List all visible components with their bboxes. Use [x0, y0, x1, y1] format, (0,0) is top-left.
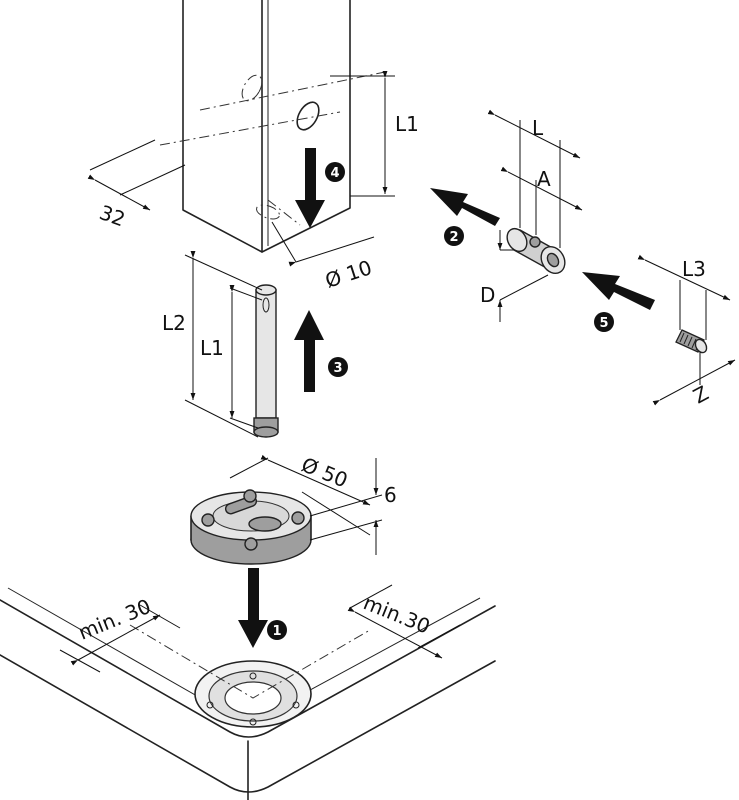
- step-3-arrow: [294, 310, 324, 392]
- leg-32-label: 32: [96, 200, 128, 231]
- screw-l3-dimension: L3: [637, 254, 731, 340]
- leg-bottom-hole: [256, 204, 280, 220]
- table-leg: [159, 0, 386, 253]
- barrel-nut: [506, 227, 566, 275]
- screw-z-label: Z: [689, 381, 712, 409]
- plate-keyhole: [248, 516, 282, 532]
- bolt-l1-dimension: L1: [200, 285, 263, 429]
- plate-hole: [201, 513, 215, 527]
- mounting-plate: [190, 489, 312, 565]
- screw-l3-label: L3: [682, 257, 706, 281]
- set-screw: [675, 329, 708, 354]
- step-1-badge: 1: [267, 620, 287, 640]
- barrel-a-dimension: A: [500, 166, 583, 235]
- step-1-arrow: [238, 568, 268, 648]
- step-5-arrow: [582, 272, 655, 310]
- step-5-badge: 5: [594, 312, 614, 332]
- plate-hole: [291, 511, 305, 525]
- leg-d10-label: Ø 10: [322, 255, 375, 293]
- step-2-arrow: [430, 188, 500, 226]
- bolt-l2-label: L2: [162, 311, 186, 335]
- step-2-number: 2: [449, 230, 458, 245]
- barrel-d-dimension: D: [480, 230, 549, 322]
- step-4-badge: 4: [325, 162, 345, 182]
- plate-hole: [243, 489, 257, 503]
- step-4-arrow: [295, 148, 325, 228]
- plate-d50-label: Ø 50: [298, 452, 351, 492]
- leg-32-dimension: 32: [87, 139, 186, 231]
- barrel-d-label: D: [480, 283, 495, 307]
- step-2-badge: 2: [444, 226, 464, 246]
- plate-thickness-dimension: 6: [309, 458, 397, 555]
- tabletop-recess: [129, 624, 371, 728]
- plate-hole: [244, 537, 258, 551]
- step-4-number: 4: [330, 166, 339, 181]
- edge-left-dimension: min. 30: [59, 594, 181, 673]
- plate-thickness-label: 6: [384, 483, 397, 507]
- barrel-l-label: L: [532, 116, 544, 140]
- step-3-badge: 3: [328, 357, 348, 377]
- edge-right-label: min.30: [360, 590, 433, 638]
- step-3-number: 3: [333, 361, 342, 376]
- edge-left-label: min. 30: [75, 594, 154, 645]
- bolt-l2-dimension: L2: [162, 251, 263, 438]
- screw-z-dimension: Z: [652, 352, 736, 409]
- leg-l1-dimension: L1: [330, 71, 419, 197]
- step-1-number: 1: [272, 624, 281, 639]
- edge-right-dimension: min.30: [347, 584, 461, 659]
- step-5-number: 5: [599, 316, 608, 331]
- bolt-l1-label: L1: [200, 336, 224, 360]
- leg-bolt-hole: [296, 101, 320, 131]
- leg-hidden-hole: [241, 74, 263, 102]
- leg-d10-dimension: Ø 10: [271, 221, 375, 293]
- leg-l1-label: L1: [395, 112, 419, 136]
- barrel-a-label: A: [537, 167, 551, 191]
- connector-bolt: [253, 284, 279, 438]
